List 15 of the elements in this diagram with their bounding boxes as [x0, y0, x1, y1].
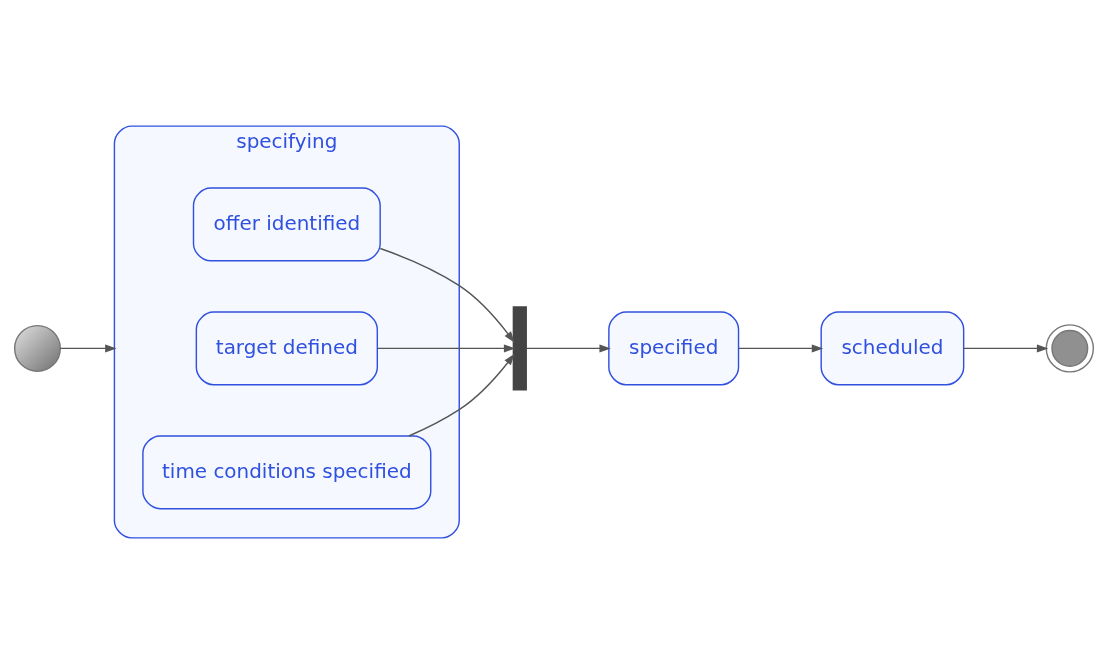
arrow	[379, 247, 515, 343]
node-box: time conditions specified	[142, 435, 432, 510]
node-box: scheduled	[820, 311, 965, 386]
arrow	[408, 353, 515, 437]
arrow	[525, 344, 611, 353]
arrow	[377, 344, 516, 353]
node-box: offer identified	[192, 187, 381, 262]
node-box: target defined	[195, 311, 378, 386]
node-bar	[512, 306, 527, 391]
node-box: specified	[608, 311, 740, 386]
arrow	[738, 344, 824, 353]
node-circle	[13, 324, 61, 372]
arrow	[59, 344, 117, 353]
arrow	[963, 344, 1049, 353]
node-doublecircle	[1045, 324, 1095, 373]
